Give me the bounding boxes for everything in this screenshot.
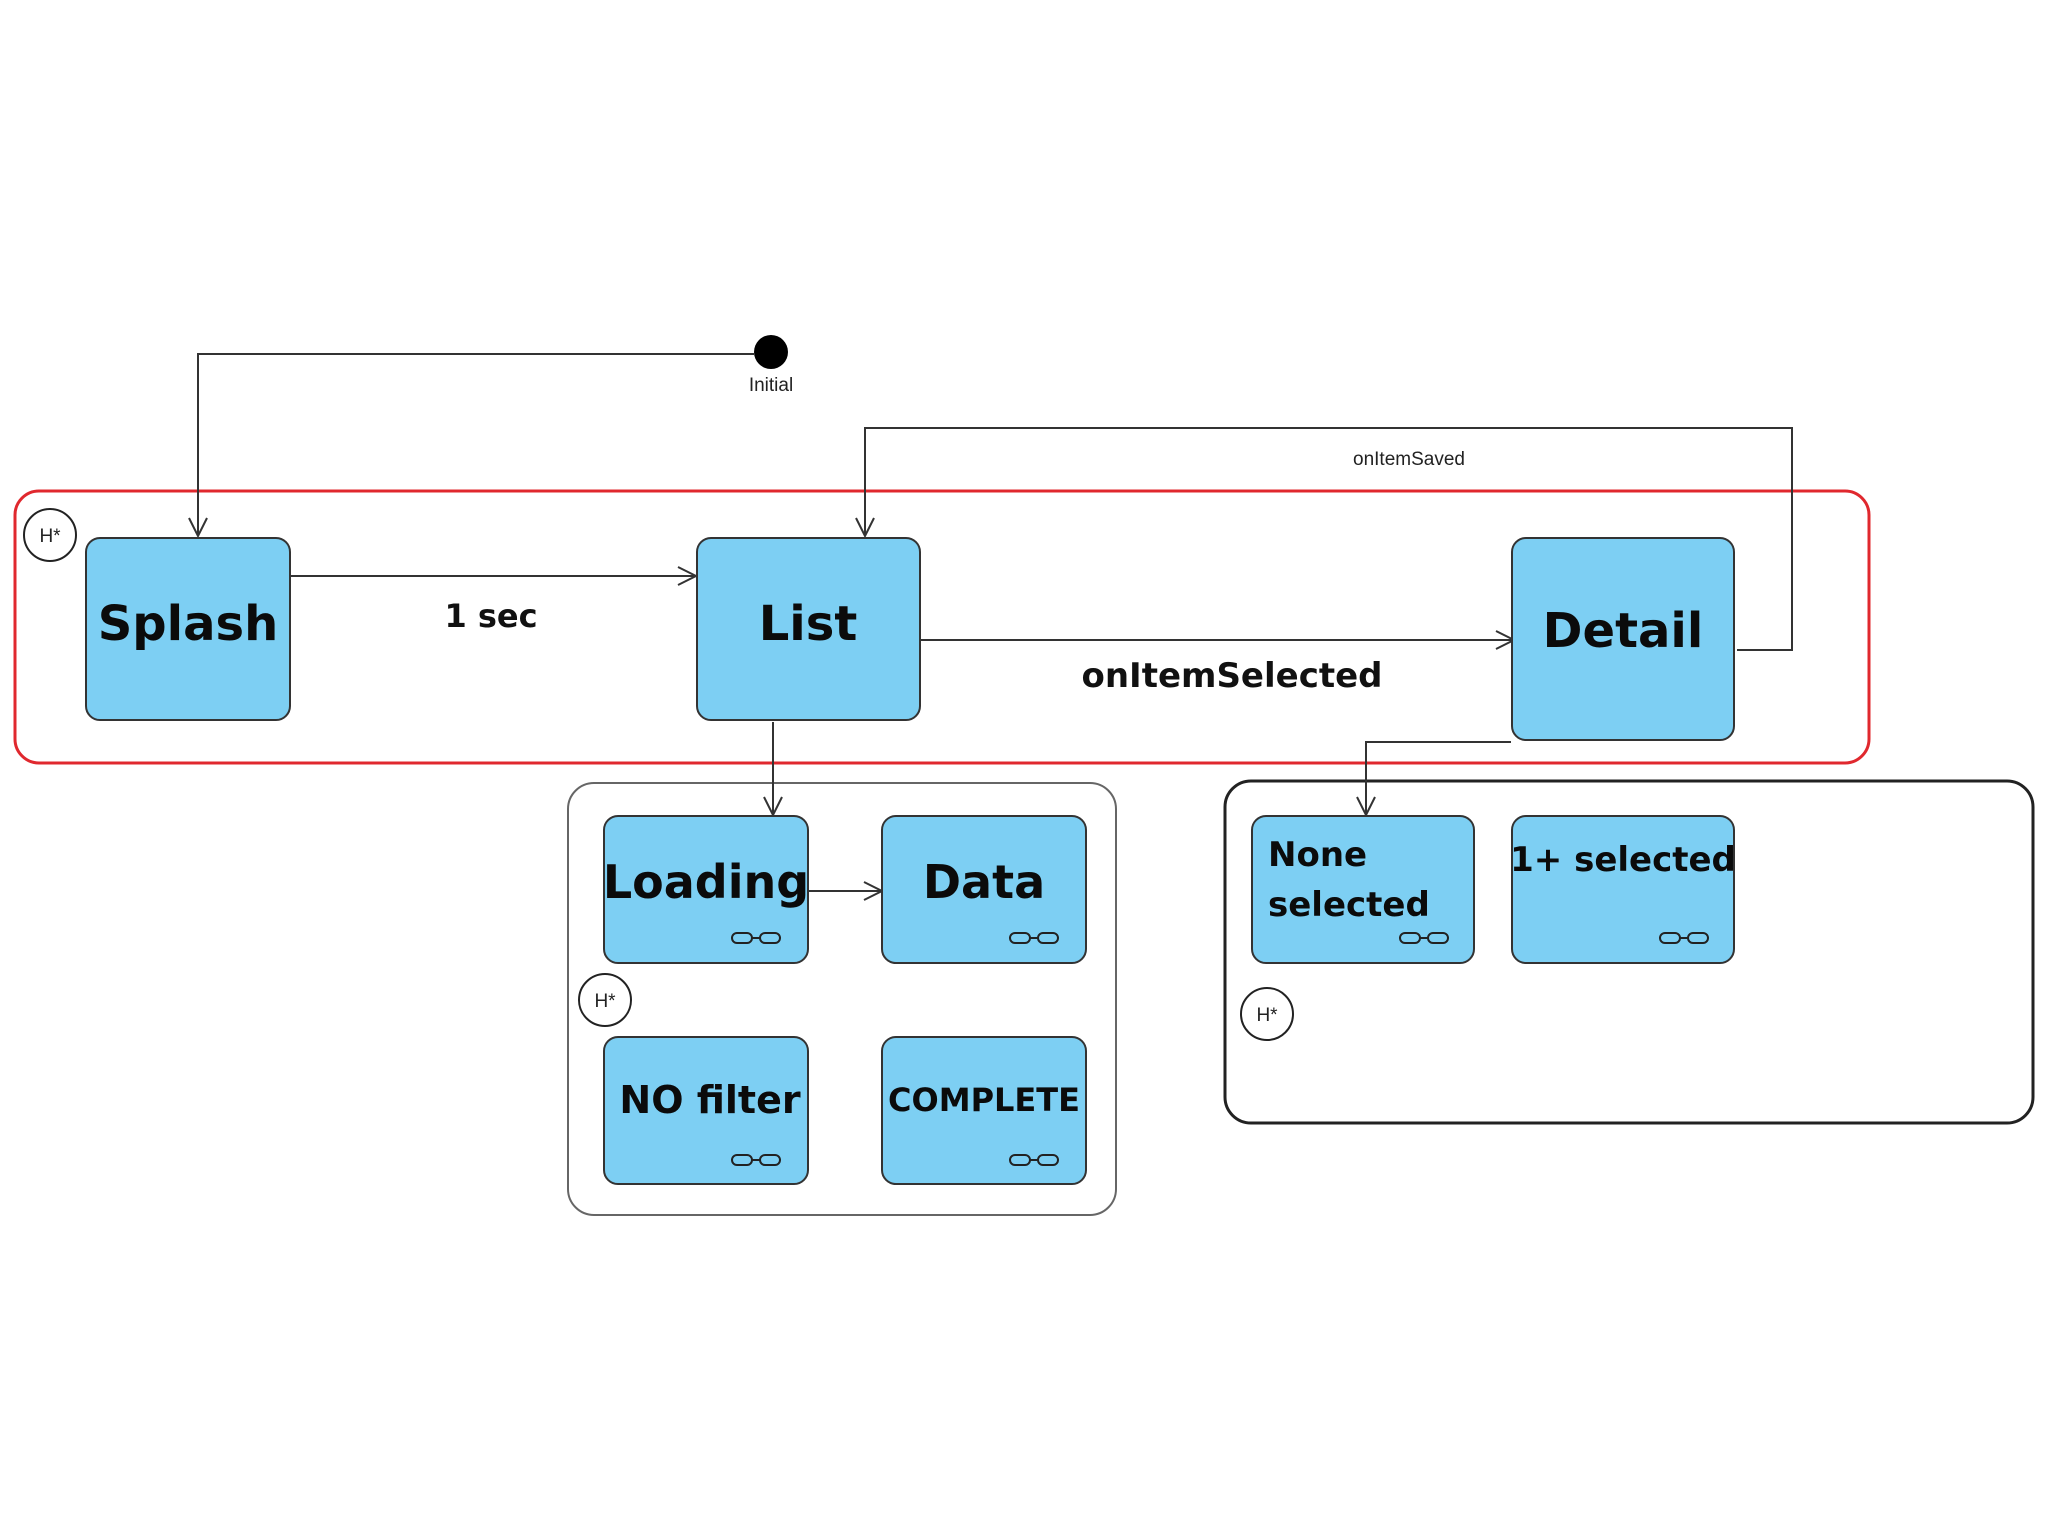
state-list-label: List bbox=[759, 596, 858, 652]
state-no-filter-label: NO filter bbox=[619, 1078, 800, 1122]
history-marker-main-text: H* bbox=[39, 526, 61, 547]
state-loading: Loading bbox=[603, 815, 809, 964]
state-complete-label: COMPLETE bbox=[888, 1081, 1080, 1119]
transition-label-1-sec: 1 sec bbox=[444, 597, 537, 635]
state-one-plus-selected: 1+ selected bbox=[1510, 815, 1736, 964]
state-splash: Splash bbox=[85, 537, 291, 721]
state-data: Data bbox=[881, 815, 1087, 964]
state-no-filter: NO filter bbox=[603, 1036, 809, 1185]
history-marker-detail-text: H* bbox=[1256, 1005, 1278, 1026]
history-marker-detail: H* bbox=[1240, 987, 1294, 1041]
transition-label-on-item-selected: onItemSelected bbox=[1081, 656, 1382, 696]
edge-initial-to-splash bbox=[198, 353, 754, 536]
state-none-selected: None selected bbox=[1251, 815, 1475, 964]
main-composite-region bbox=[13, 489, 1871, 765]
composite-state-icon bbox=[1009, 1154, 1059, 1166]
state-complete: COMPLETE bbox=[881, 1036, 1087, 1185]
list-substate-region bbox=[567, 782, 1117, 1216]
composite-state-icon bbox=[1659, 932, 1709, 944]
state-none-selected-label-line1: None bbox=[1268, 835, 1367, 875]
state-detail-label: Detail bbox=[1543, 603, 1704, 659]
composite-state-icon bbox=[731, 1154, 781, 1166]
history-marker-list: H* bbox=[578, 973, 632, 1027]
composite-state-icon bbox=[1399, 932, 1449, 944]
state-list: List bbox=[696, 537, 921, 721]
edge-detail-to-none-selected bbox=[1366, 741, 1511, 815]
edge-detail-to-list bbox=[865, 427, 1793, 651]
state-splash-label: Splash bbox=[98, 596, 279, 652]
composite-state-icon bbox=[1009, 932, 1059, 944]
initial-node bbox=[754, 335, 788, 369]
state-one-plus-selected-label: 1+ selected bbox=[1510, 840, 1736, 880]
history-marker-list-text: H* bbox=[594, 991, 616, 1012]
state-detail: Detail bbox=[1511, 537, 1735, 741]
state-data-label: Data bbox=[923, 855, 1045, 909]
initial-label: Initial bbox=[749, 375, 793, 396]
composite-state-icon bbox=[731, 932, 781, 944]
detail-substate-region bbox=[1223, 779, 2035, 1125]
transition-label-on-item-saved: onItemSaved bbox=[1353, 449, 1465, 470]
state-loading-label: Loading bbox=[603, 855, 809, 909]
state-none-selected-label-line2: selected bbox=[1268, 885, 1430, 925]
history-marker-main: H* bbox=[23, 508, 77, 562]
